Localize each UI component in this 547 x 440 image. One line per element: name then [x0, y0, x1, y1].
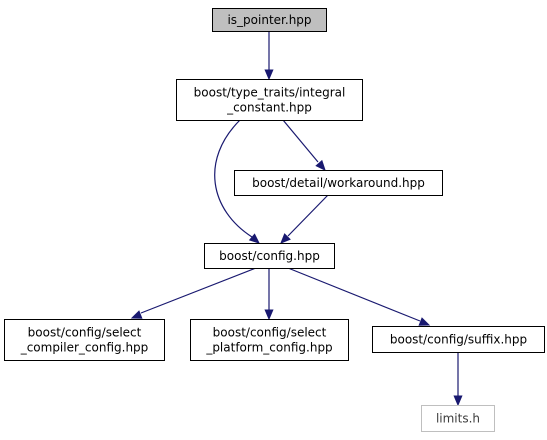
node-is_pointer[interactable]: is_pointer.hpp [212, 8, 327, 32]
edge-config-to-select_compiler [130, 267, 257, 319]
edges-layer [130, 31, 463, 407]
node-box [4, 319, 165, 361]
edge-arrowhead [315, 159, 326, 171]
node-box [176, 79, 363, 121]
edge-arrowhead [130, 310, 143, 319]
edge-arrowhead [280, 233, 291, 244]
node-limits[interactable]: limits.h [421, 405, 495, 432]
edge-arrowhead [248, 233, 260, 244]
node-box [190, 319, 349, 361]
edge-line [287, 267, 421, 322]
node-box [212, 8, 327, 32]
edge-config-to-suffix [287, 267, 431, 326]
nodes-layer: is_pointer.hpp boost/type_traits/integral… [4, 8, 545, 432]
node-label: boost/config.hpp [219, 249, 320, 263]
edge-arrowhead [264, 309, 274, 321]
edge-arrowhead [453, 395, 463, 407]
node-label: is_pointer.hpp [227, 13, 311, 27]
edge-line [214, 119, 253, 238]
edge-workaround-to-config [280, 194, 329, 244]
node-label: boost/config/suffix.hpp [390, 333, 527, 347]
edge-suffix-to-limits [453, 352, 463, 407]
node-config[interactable]: boost/config.hpp [204, 243, 335, 269]
node-label: boost/config/select [213, 326, 327, 340]
edge-config-to-select_platform [264, 268, 274, 321]
edge-line [287, 194, 329, 237]
node-workaround[interactable]: boost/detail/workaround.hpp [234, 170, 443, 196]
node-label: _constant.hpp [226, 101, 312, 115]
edge-line [140, 267, 257, 314]
node-select_compiler[interactable]: boost/config/select_compiler_config.hpp [4, 319, 165, 361]
node-integral_constant[interactable]: boost/type_traits/integral_constant.hpp [176, 79, 363, 121]
edge-arrowhead [264, 69, 274, 81]
node-select_platform[interactable]: boost/config/select_platform_config.hpp [190, 319, 349, 361]
edge-arrowhead [418, 317, 431, 326]
edge-line [282, 119, 319, 163]
node-box [421, 405, 495, 432]
node-label: boost/detail/workaround.hpp [252, 176, 425, 190]
node-box [234, 170, 443, 196]
node-label: limits.h [436, 412, 480, 426]
node-label: _compiler_config.hpp [20, 341, 149, 355]
edge-integral_constant-to-workaround [282, 119, 326, 171]
node-label: _platform_config.hpp [205, 341, 332, 355]
edge-is_pointer-to-integral_constant [264, 31, 274, 81]
node-suffix[interactable]: boost/config/suffix.hpp [372, 326, 545, 353]
node-label: boost/config/select [28, 326, 142, 340]
edge-integral_constant-to-config [214, 119, 260, 244]
node-box [204, 243, 335, 269]
node-box [372, 326, 545, 353]
node-label: boost/type_traits/integral [194, 86, 346, 100]
